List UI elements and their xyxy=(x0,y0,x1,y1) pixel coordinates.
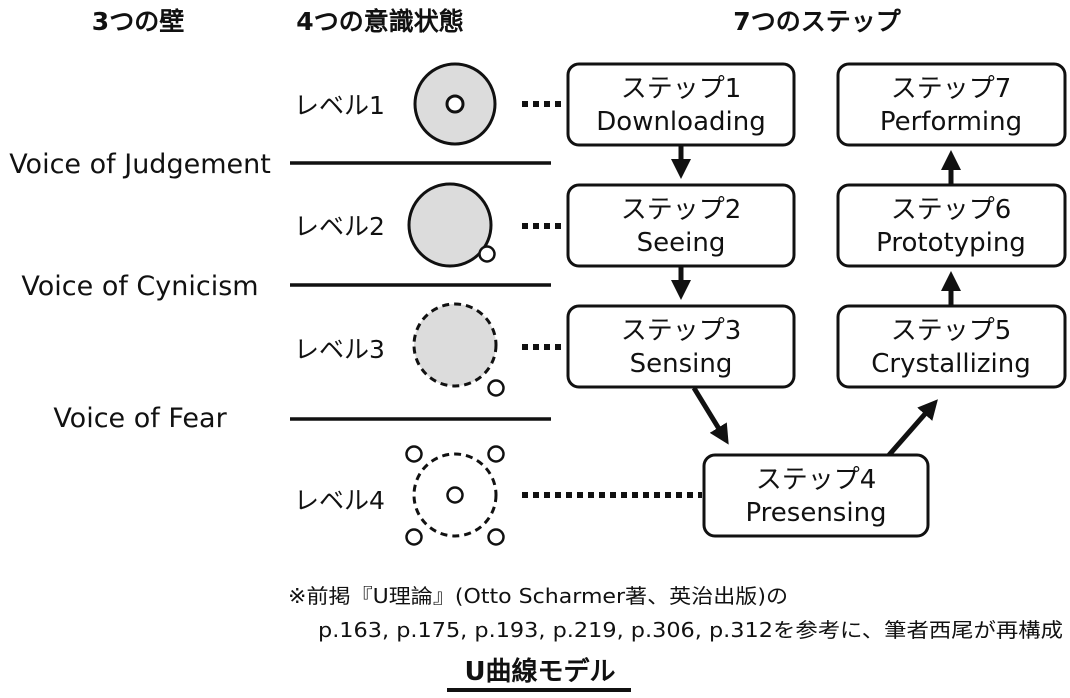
step-6-en: Prototyping xyxy=(876,228,1026,258)
arrow-step3-to-step4 xyxy=(691,386,729,445)
step-5-jp: ステップ5 xyxy=(891,316,1012,346)
step-box-3: ステップ3 Sensing xyxy=(566,304,796,389)
step-6-jp: ステップ6 xyxy=(891,195,1012,225)
step-7-jp: ステップ7 xyxy=(891,74,1012,104)
wall-label-cynicism: Voice of Cynicism xyxy=(21,271,258,302)
level-3-circle-icon xyxy=(412,302,505,397)
walls-header: 3つの壁 xyxy=(92,7,184,36)
step-5-en: Crystallizing xyxy=(871,349,1030,379)
level-label-2: レベル2 xyxy=(294,212,385,241)
level-label-3: レベル3 xyxy=(294,335,385,364)
wall-label-fear: Voice of Fear xyxy=(53,403,227,434)
step-3-jp: ステップ3 xyxy=(621,316,742,346)
step-box-5: ステップ5 Crystallizing xyxy=(836,304,1067,389)
step-4-jp: ステップ4 xyxy=(756,465,877,495)
step-2-en: Seeing xyxy=(637,228,726,258)
level-label-1: レベル1 xyxy=(294,91,385,120)
level-2-circle-icon xyxy=(407,182,496,268)
level-1-circle-icon xyxy=(413,62,497,146)
step-box-1: ステップ1 Downloading xyxy=(566,62,796,147)
step-box-6: ステップ6 Prototyping xyxy=(836,183,1067,268)
footnote-line-1: ※前掲『U理論』(Otto Scharmer著、英治出版)の xyxy=(288,584,788,608)
level-label-4: レベル4 xyxy=(294,486,385,515)
step-3-en: Sensing xyxy=(630,349,733,379)
step-2-jp: ステップ2 xyxy=(621,195,742,225)
footnote-line-2: p.163, p.175, p.193, p.219, p.306, p.312… xyxy=(318,618,1063,642)
step-box-2: ステップ2 Seeing xyxy=(566,183,796,268)
steps-header: 7つのステップ xyxy=(733,7,901,36)
step-1-en: Downloading xyxy=(596,107,765,137)
step-box-7: ステップ7 Performing xyxy=(836,62,1067,147)
diagram-caption: U曲線モデル xyxy=(464,656,615,687)
level-4-circle-icon xyxy=(405,445,505,546)
step-box-4: ステップ4 Presensing xyxy=(702,453,930,538)
step-1-jp: ステップ1 xyxy=(621,74,742,104)
step-7-en: Performing xyxy=(880,107,1022,137)
states-header: 4つの意識状態 xyxy=(296,7,463,36)
step-4-en: Presensing xyxy=(745,498,886,528)
wall-label-judgement: Voice of Judgement xyxy=(9,149,271,180)
arrow-step4-to-step5 xyxy=(887,399,938,457)
